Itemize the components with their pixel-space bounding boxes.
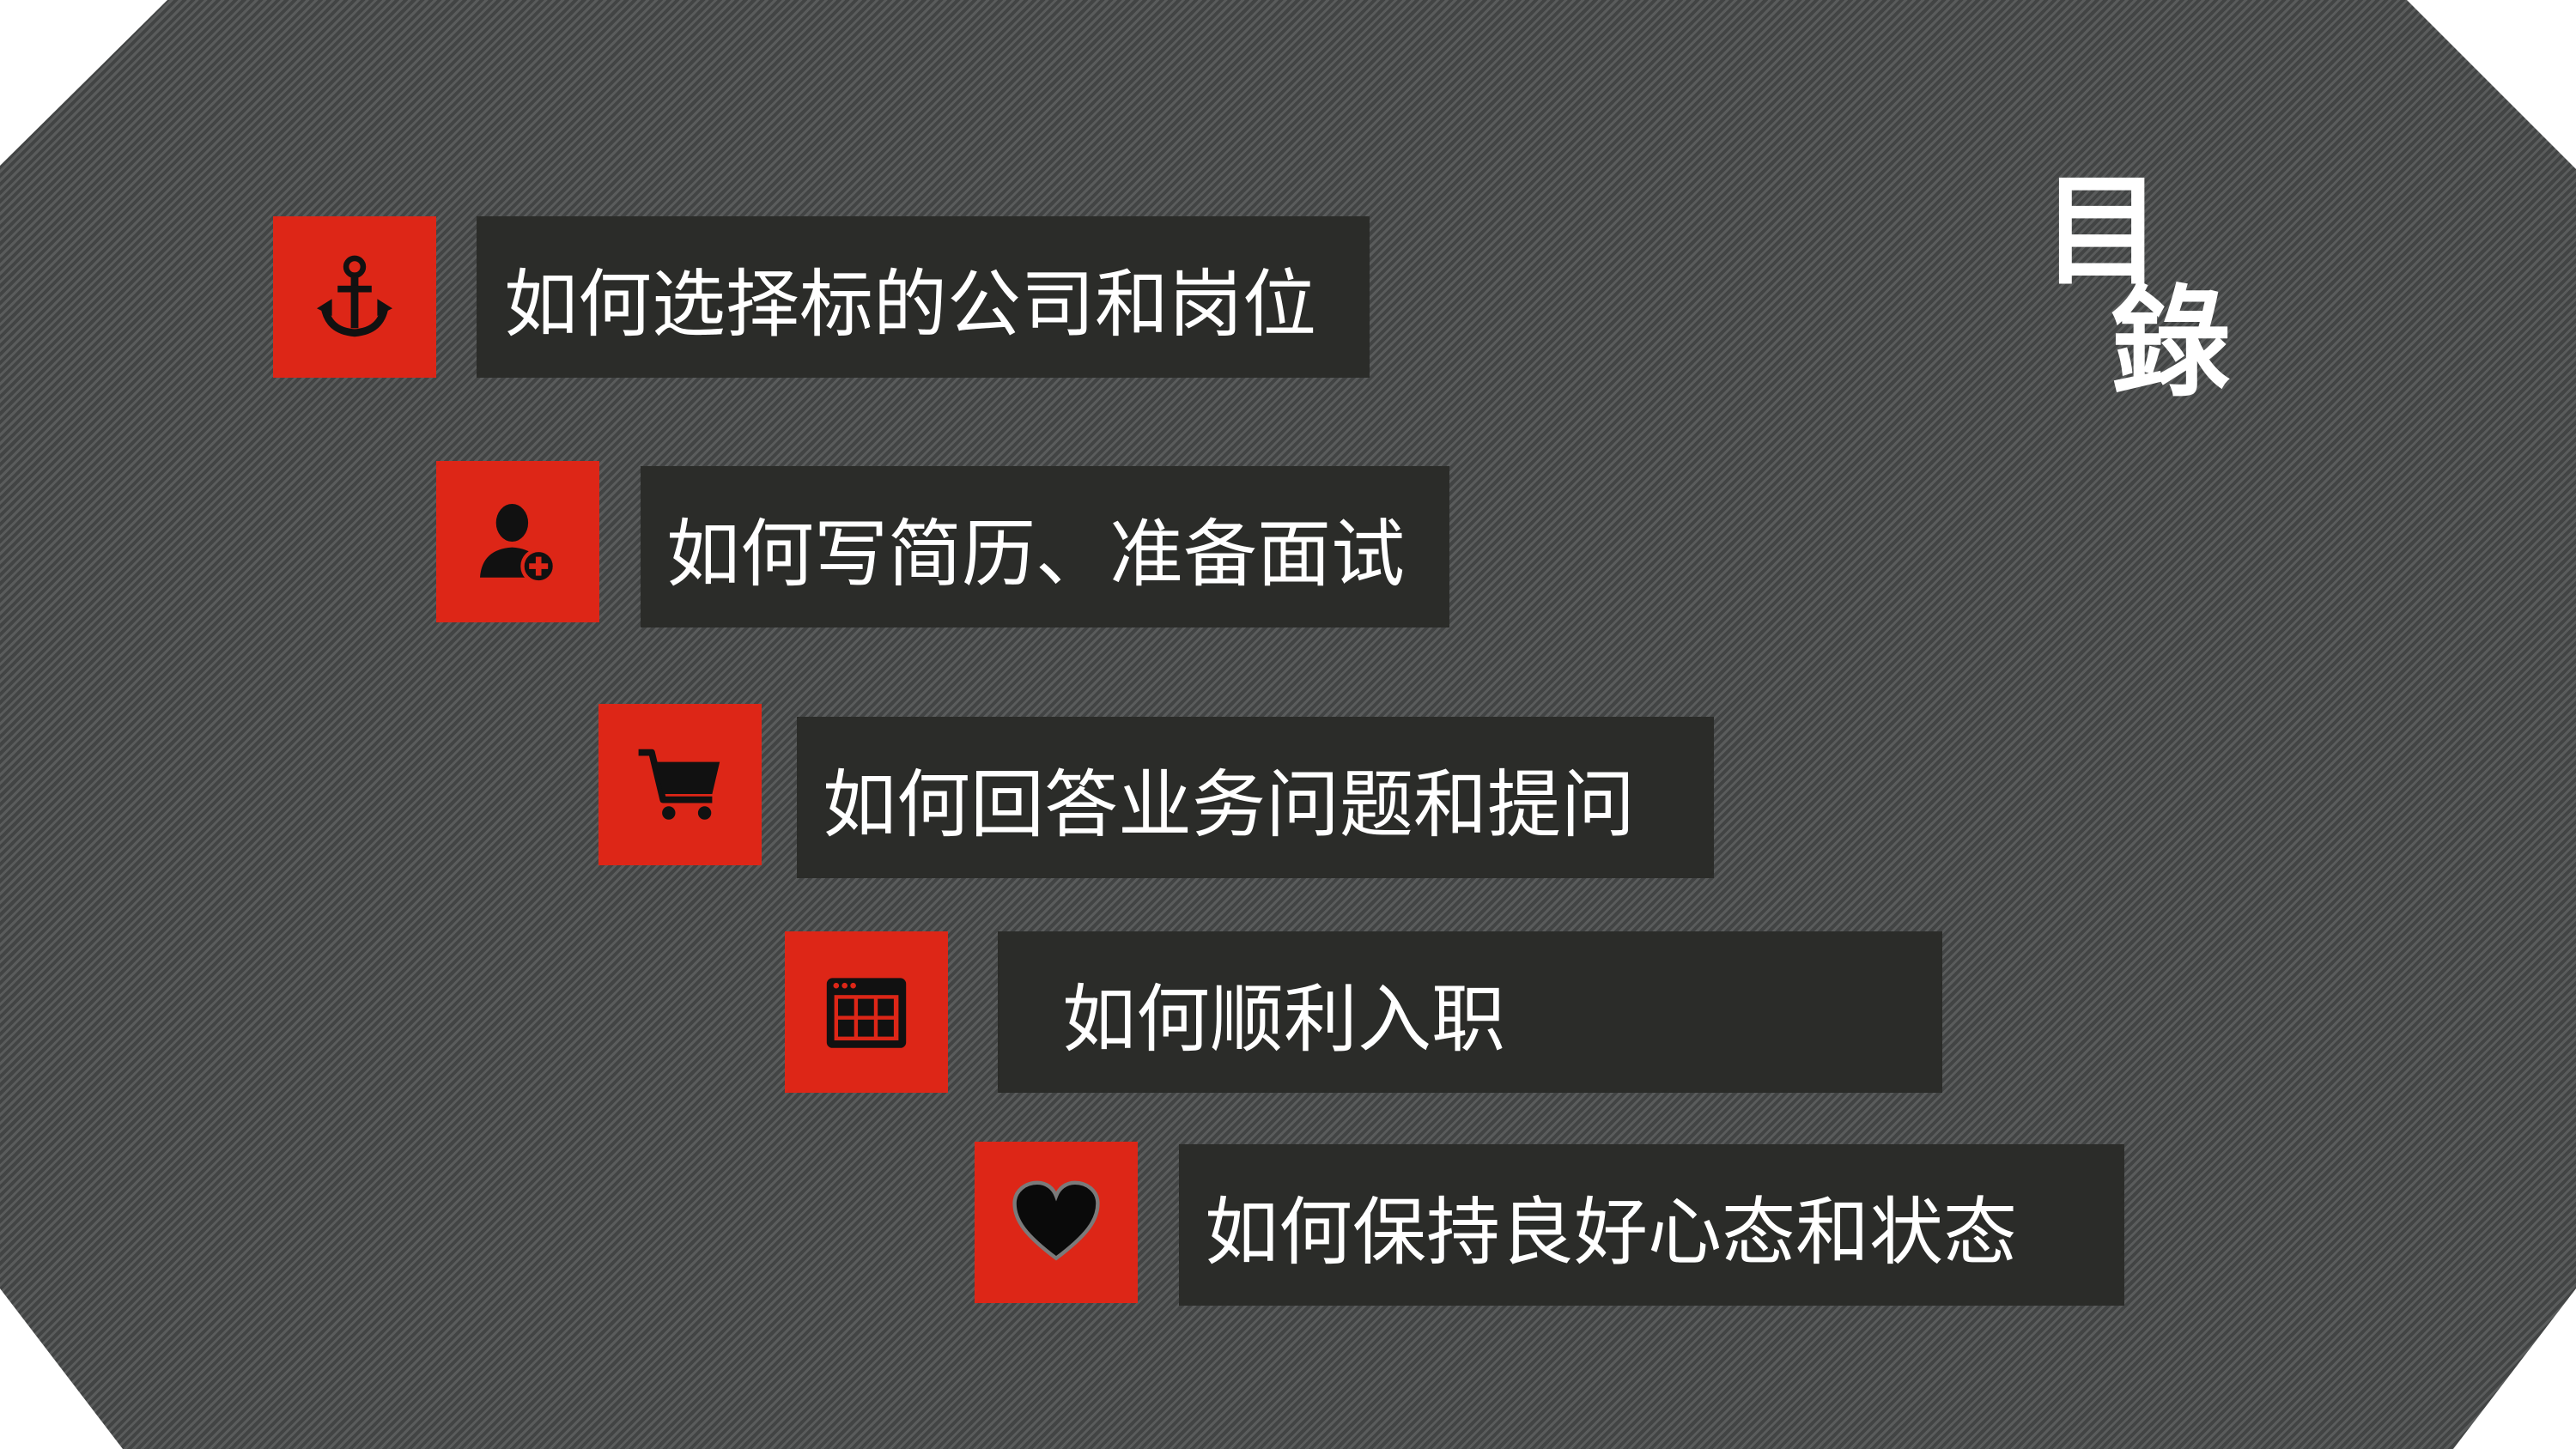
item-1-label-box[interactable]: 如何选择标的公司和岗位 — [477, 216, 1370, 378]
item-4-label: 如何顺利入职 — [1062, 976, 1505, 1063]
item-3-icon-box — [598, 704, 762, 865]
item-3-label: 如何回答业务问题和提问 — [823, 761, 1635, 848]
item-4-icon-box — [785, 931, 948, 1093]
user-add-icon — [480, 504, 557, 585]
anchor-icon — [317, 255, 392, 337]
item-5-label: 如何保持良好心态和状态 — [1205, 1189, 2017, 1276]
item-3-label-box[interactable]: 如何回答业务问题和提问 — [797, 717, 1714, 878]
heart-icon — [1012, 1180, 1100, 1261]
item-5-label-box[interactable]: 如何保持良好心态和状态 — [1179, 1144, 2124, 1306]
item-1-label: 如何选择标的公司和岗位 — [504, 261, 1316, 348]
shopping-cart-icon — [638, 749, 720, 820]
item-2-label: 如何写简历、准备面试 — [666, 511, 1405, 597]
title-char-1: 目 — [2042, 161, 2163, 302]
title-char-2: 錄 — [2111, 273, 2232, 414]
item-4-label-box[interactable]: 如何顺利入职 — [998, 931, 1942, 1093]
calendar-icon — [826, 978, 907, 1048]
item-2-label-box[interactable]: 如何写简历、准备面试 — [641, 466, 1449, 627]
item-2-icon-box — [436, 461, 599, 622]
item-1-icon-box — [273, 216, 436, 378]
item-5-icon-box — [975, 1142, 1138, 1303]
